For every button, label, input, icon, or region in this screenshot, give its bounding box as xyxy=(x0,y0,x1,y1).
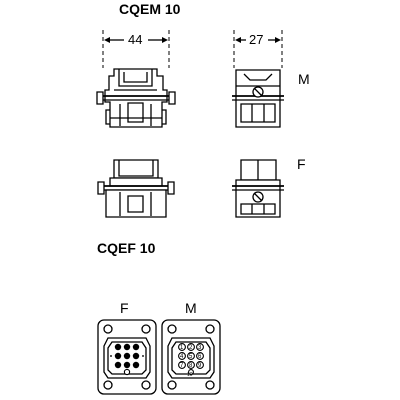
cqef-title: CQEF 10 xyxy=(97,240,156,256)
male-face-view: 1 2 3 4 5 6 7 8 9 10 xyxy=(161,319,221,395)
face-female-label: F xyxy=(120,300,129,316)
male-pin-label: 7 xyxy=(180,363,184,369)
male-pin-label: 3 xyxy=(198,345,202,351)
cqem-title: CQEM 10 xyxy=(119,1,181,17)
male-pin-label: 10 xyxy=(187,372,193,378)
male-label: M xyxy=(298,71,310,87)
female-label: F xyxy=(297,156,306,172)
male-front-view xyxy=(96,68,176,128)
male-pin-label: 4 xyxy=(180,354,184,360)
width-dimension-lines xyxy=(102,30,170,68)
male-pin-label: 9 xyxy=(198,363,202,369)
male-pin-label: 5 xyxy=(189,354,193,360)
female-side-view xyxy=(232,159,284,218)
face-male-label: M xyxy=(185,300,197,316)
male-pin-label: 1 xyxy=(180,345,184,351)
width-dimension: 44 xyxy=(128,32,143,47)
male-side-view xyxy=(232,69,284,128)
male-pin-label: 2 xyxy=(189,345,193,351)
depth-dimension-lines xyxy=(233,30,283,68)
male-pin-label: 6 xyxy=(198,354,202,360)
female-front-view xyxy=(97,159,175,218)
depth-dimension: 27 xyxy=(249,32,264,47)
male-pin-label: 8 xyxy=(189,363,193,369)
female-face-view xyxy=(97,319,157,395)
